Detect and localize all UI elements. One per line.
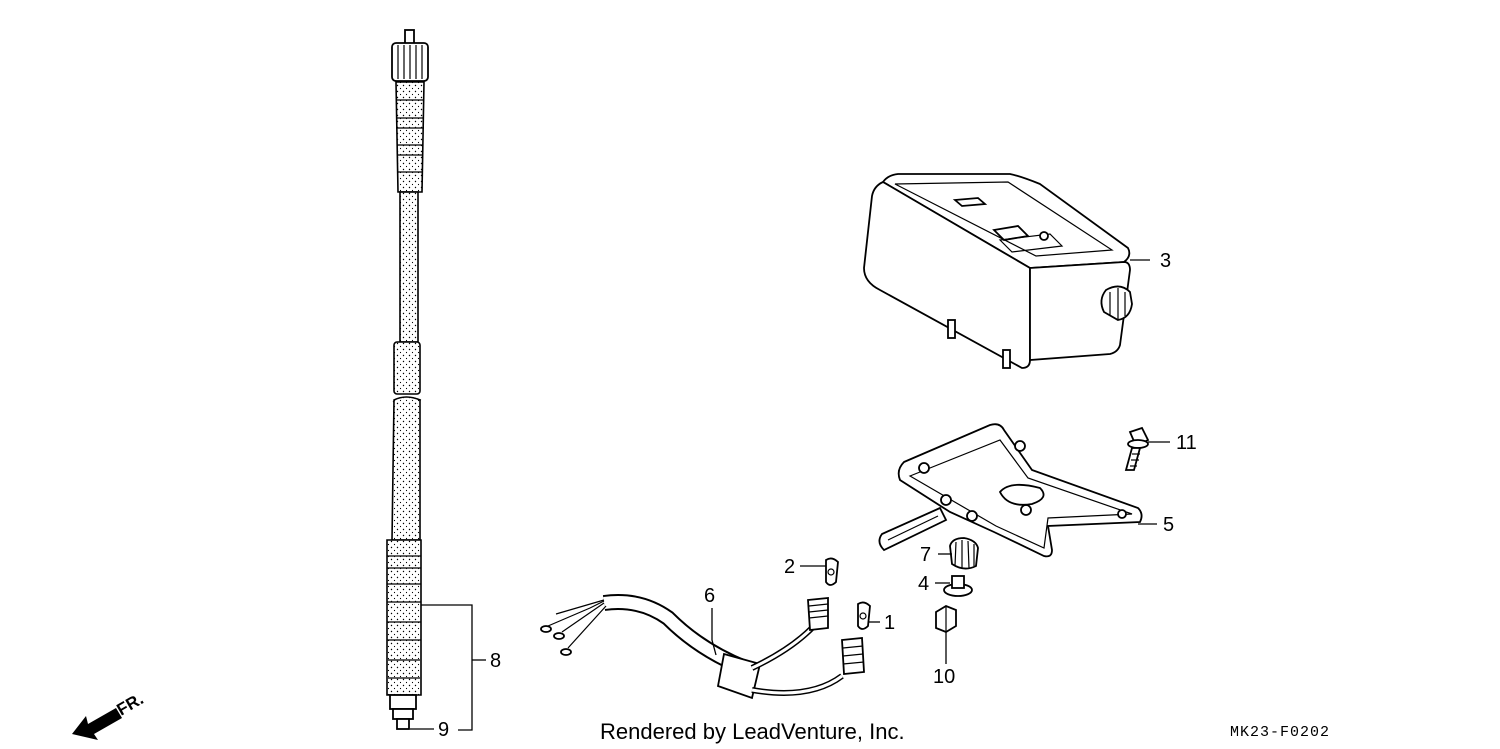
label-part-11: 11 [1176, 432, 1197, 454]
front-arrow-icon [72, 708, 122, 740]
nut [935, 604, 957, 634]
credit-text: Rendered by LeadVenture, Inc. [600, 719, 905, 744]
wire-harness [540, 594, 865, 700]
speedometer-cable [386, 29, 429, 730]
label-part-9: 9 [438, 719, 449, 741]
socket-clip-2 [825, 557, 839, 586]
leader-lines [410, 259, 1170, 731]
label-part-4: 4 [918, 573, 929, 595]
collar [943, 575, 973, 597]
label-part-5: 5 [1163, 514, 1174, 536]
socket-clip-1 [857, 601, 871, 630]
label-part-1: 1 [884, 612, 895, 634]
grommet [949, 537, 979, 570]
label-part-7: 7 [920, 544, 931, 566]
diagram-code: MK23-F0202 [1230, 724, 1330, 741]
bolt [1124, 426, 1150, 471]
label-part-3: 3 [1160, 250, 1171, 272]
meter-housing [863, 173, 1133, 369]
label-part-2: 2 [784, 556, 795, 578]
label-part-8: 8 [490, 650, 501, 672]
label-part-6: 6 [704, 585, 715, 607]
label-part-10: 10 [933, 666, 955, 688]
meter-bracket [878, 423, 1143, 558]
